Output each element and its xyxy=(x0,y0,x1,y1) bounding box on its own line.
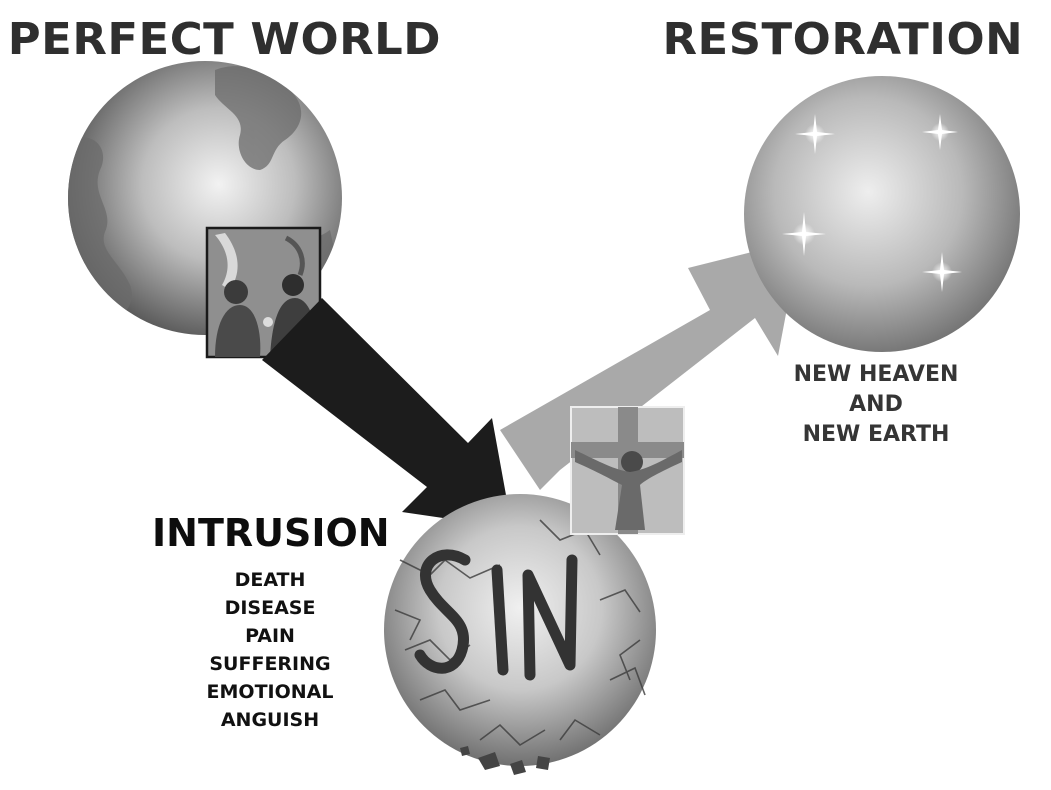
restoration-globe xyxy=(744,76,1020,352)
caption-line: AND xyxy=(760,390,992,420)
sin-globe xyxy=(384,494,656,775)
effect-item: DISEASE xyxy=(170,594,370,622)
crucifixion-picture xyxy=(571,407,684,534)
caption-line: NEW HEAVEN xyxy=(760,360,992,390)
effect-item: EMOTIONAL xyxy=(170,678,370,706)
effect-item: ANGUISH xyxy=(170,706,370,734)
restoration-caption: NEW HEAVEN AND NEW EARTH xyxy=(760,360,992,450)
restoration-title: RESTORATION xyxy=(662,18,1023,62)
fall-arrow xyxy=(262,298,512,528)
caption-line: NEW EARTH xyxy=(760,420,992,450)
effect-item: PAIN xyxy=(170,622,370,650)
effect-item: DEATH xyxy=(170,566,370,594)
intrusion-heading: INTRUSION xyxy=(152,514,390,552)
intrusion-effects-list: DEATH DISEASE PAIN SUFFERING EMOTIONAL A… xyxy=(170,566,370,734)
perfect-world-title: PERFECT WORLD xyxy=(8,18,441,62)
effect-item: SUFFERING xyxy=(170,650,370,678)
